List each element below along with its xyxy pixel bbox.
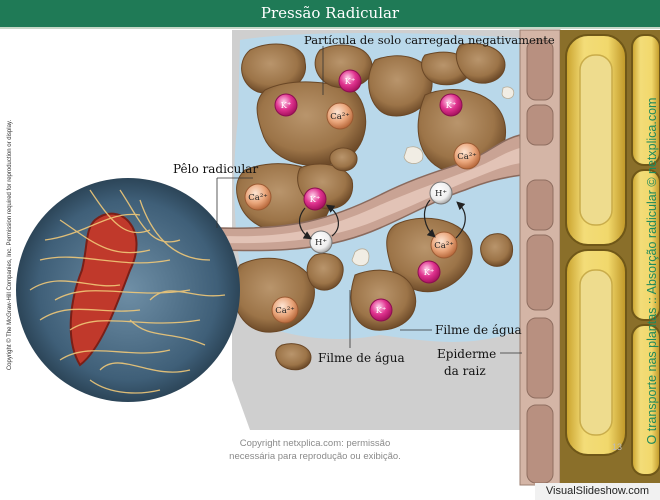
ion-label-k: K⁺ [424,268,435,278]
footer-line: necessária para reprodução ou exibição. [229,451,401,462]
soil-particle-label: Partícula de solo carregada negativament… [304,33,555,47]
water-film-label: Filme de água [435,323,522,337]
footer-notice: Copyright netxplica.com: permissão neces… [210,437,420,463]
root-epidermis-label: Epiderme [437,347,496,361]
mineral-grains [351,86,515,266]
ion-label-k: K⁺ [345,77,356,87]
slide-title: Pressão Radicular [0,0,660,29]
ion-label-ca: Ca²⁺ [248,193,267,203]
ion-label-ca: Ca²⁺ [330,112,349,122]
ion-label-k: K⁺ [376,306,387,316]
page-number: 13 [612,442,623,452]
ion-label-h: H⁺ [315,238,327,248]
copyright-notice: Copyright © The McGraw-Hill Companies, I… [7,119,13,371]
calcium-ions [244,102,481,324]
ion-label-ca: Ca²⁺ [457,152,476,162]
ion-label-ca: Ca²⁺ [275,306,294,316]
ion-label-h: H⁺ [435,189,447,199]
ion-label-k: K⁺ [281,101,292,111]
ion-label-k: K⁺ [310,195,321,205]
water-film-label: Filme de água [318,351,405,365]
potassium-ions [274,69,463,322]
brand-link[interactable]: VisualSlideshow.com [535,483,660,500]
epidermis-cells [526,39,554,484]
ion-exchange-arrows [298,199,466,240]
hydrogen-ions [309,181,453,254]
ion-label-k: K⁺ [446,101,457,111]
root-epidermis-label: da raiz [444,364,486,378]
ion-label-ca: Ca²⁺ [434,241,453,251]
root-hair-micrograph [16,178,240,402]
label-leader-lines [216,46,522,354]
cortex-vacuoles [579,54,613,436]
footer-line: Copyright netxplica.com: permissão [239,438,391,449]
side-caption: O transporte nas plantas :: Absorção rad… [645,97,659,445]
root-hair-label: Pêlo radicular [173,162,258,176]
